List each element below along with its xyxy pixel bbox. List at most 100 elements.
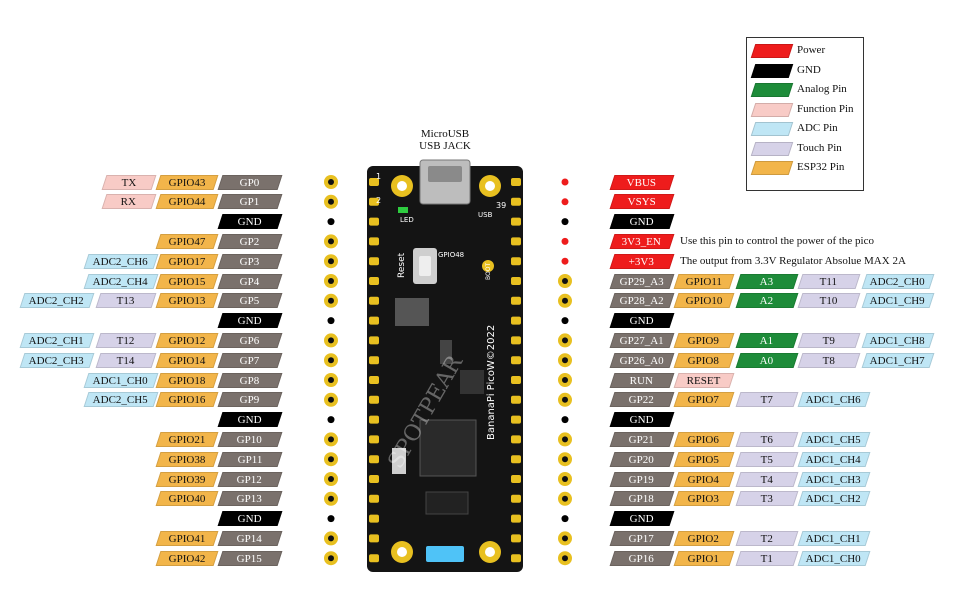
edge-pad	[369, 356, 379, 365]
gnd-label: GND	[217, 412, 283, 428]
adc-label: ADC1_CH6	[797, 392, 871, 408]
gp-label: GP10	[217, 431, 283, 447]
function-label: RESET	[673, 372, 735, 388]
esp-label: GPIO43	[155, 174, 219, 190]
esp-label: GPIO8	[673, 352, 735, 368]
analog-label: A2	[735, 293, 799, 309]
esp-label: GPIO41	[155, 530, 219, 546]
gp-label: GP20	[609, 451, 675, 467]
legend-label: Power	[797, 44, 826, 56]
legend-swatch	[750, 44, 794, 58]
gnd-label: GND	[609, 214, 675, 230]
edge-pad	[369, 336, 379, 345]
pin2-label: 2	[376, 196, 381, 205]
analog-label: A0	[735, 352, 799, 368]
edge-pad	[511, 217, 521, 226]
edge-pad	[511, 514, 521, 523]
gp-label: GP5	[217, 293, 283, 309]
pin1-label: 1	[376, 172, 381, 181]
touch-label: T3	[735, 491, 799, 507]
legend-swatch	[750, 161, 794, 175]
gp-label: GP17	[609, 530, 675, 546]
esp-label: GPIO47	[155, 233, 219, 249]
gp-label: GP11	[217, 451, 283, 467]
adc-label: ADC1_CH3	[797, 471, 871, 487]
gp-label: GP19	[609, 471, 675, 487]
antenna-icon	[426, 546, 464, 562]
edge-pad	[369, 316, 379, 325]
pin-dot	[561, 416, 569, 424]
edge-pad	[511, 178, 521, 186]
legend-label: Function Pin	[797, 102, 854, 115]
usb-label: USB	[478, 211, 493, 219]
gp-label: GP2	[217, 233, 283, 249]
esp-label: GPIO10	[673, 293, 735, 309]
pin-dot	[561, 257, 569, 265]
adc-label: ADC2_CH5	[83, 392, 159, 408]
pin-dot	[561, 178, 569, 186]
edge-pad	[369, 376, 379, 384]
esp-label: GPIO16	[155, 392, 219, 408]
gp-label: GP28_A2	[609, 293, 675, 309]
edge-pad	[511, 296, 521, 305]
edge-pad	[511, 415, 521, 424]
gnd-label: GND	[217, 313, 283, 329]
edge-pad	[511, 475, 521, 483]
edge-pad	[511, 435, 521, 444]
edge-pad	[511, 237, 521, 246]
gnd-label: GND	[217, 511, 283, 527]
esp-label: GPIO39	[155, 471, 219, 487]
gpio48-label: GPIO48	[438, 251, 464, 259]
touch-label: T6	[735, 431, 799, 447]
edge-pad	[369, 435, 379, 444]
pin-dot	[327, 515, 335, 523]
adc-label: ADC1_CH9	[861, 293, 935, 309]
gp-label: GP4	[217, 273, 283, 289]
power-label: +3V3	[609, 253, 675, 269]
esp-label: GPIO1	[673, 550, 735, 566]
edge-pad	[369, 237, 379, 246]
gp-label: GP16	[609, 550, 675, 566]
gp-label: GP26_A0	[609, 352, 675, 368]
esp-label: GPIO11	[673, 273, 735, 289]
edge-pad	[511, 554, 521, 563]
edge-pad	[369, 178, 379, 186]
edge-pad	[511, 257, 521, 266]
pin-dot	[561, 237, 569, 245]
led-label: LED	[400, 216, 414, 224]
esp-label: GPIO7	[673, 392, 735, 408]
adc-label: ADC2_CH1	[19, 332, 95, 348]
legend-label: Touch Pin	[797, 141, 842, 154]
gp-label: GP29_A3	[609, 273, 675, 289]
edge-pad	[511, 376, 521, 384]
pin-dot	[561, 515, 569, 523]
power-label: VBUS	[609, 174, 675, 190]
touch-label: T1	[735, 550, 799, 566]
esp32-chip-icon	[419, 419, 477, 477]
edge-pad	[369, 257, 379, 266]
power-note: The output from 3.3V Regulator Absolue M…	[680, 255, 906, 268]
edge-pad	[369, 395, 379, 404]
adc-label: ADC2_CH2	[19, 293, 95, 309]
power-note: Use this pin to control the power of the…	[680, 235, 874, 248]
touch-label: T14	[95, 352, 157, 368]
edge-pad	[511, 455, 521, 464]
esp-label: GPIO13	[155, 293, 219, 309]
gp-label: GP21	[609, 431, 675, 447]
pin39-label: 39	[496, 201, 506, 210]
led-icon	[398, 207, 408, 213]
pin-dot	[327, 218, 335, 226]
pin-dot	[327, 317, 335, 325]
edge-pad	[369, 475, 379, 483]
touch-label: T4	[735, 471, 799, 487]
legend-swatch	[750, 122, 794, 136]
analog-label: A3	[735, 273, 799, 289]
touch-label: T8	[797, 352, 861, 368]
adc-label: ADC1_CH8	[861, 332, 935, 348]
esp-label: GPIO9	[673, 332, 735, 348]
legend-swatch	[750, 102, 794, 117]
touch-label: T13	[95, 293, 157, 309]
legend-swatch	[750, 63, 794, 78]
